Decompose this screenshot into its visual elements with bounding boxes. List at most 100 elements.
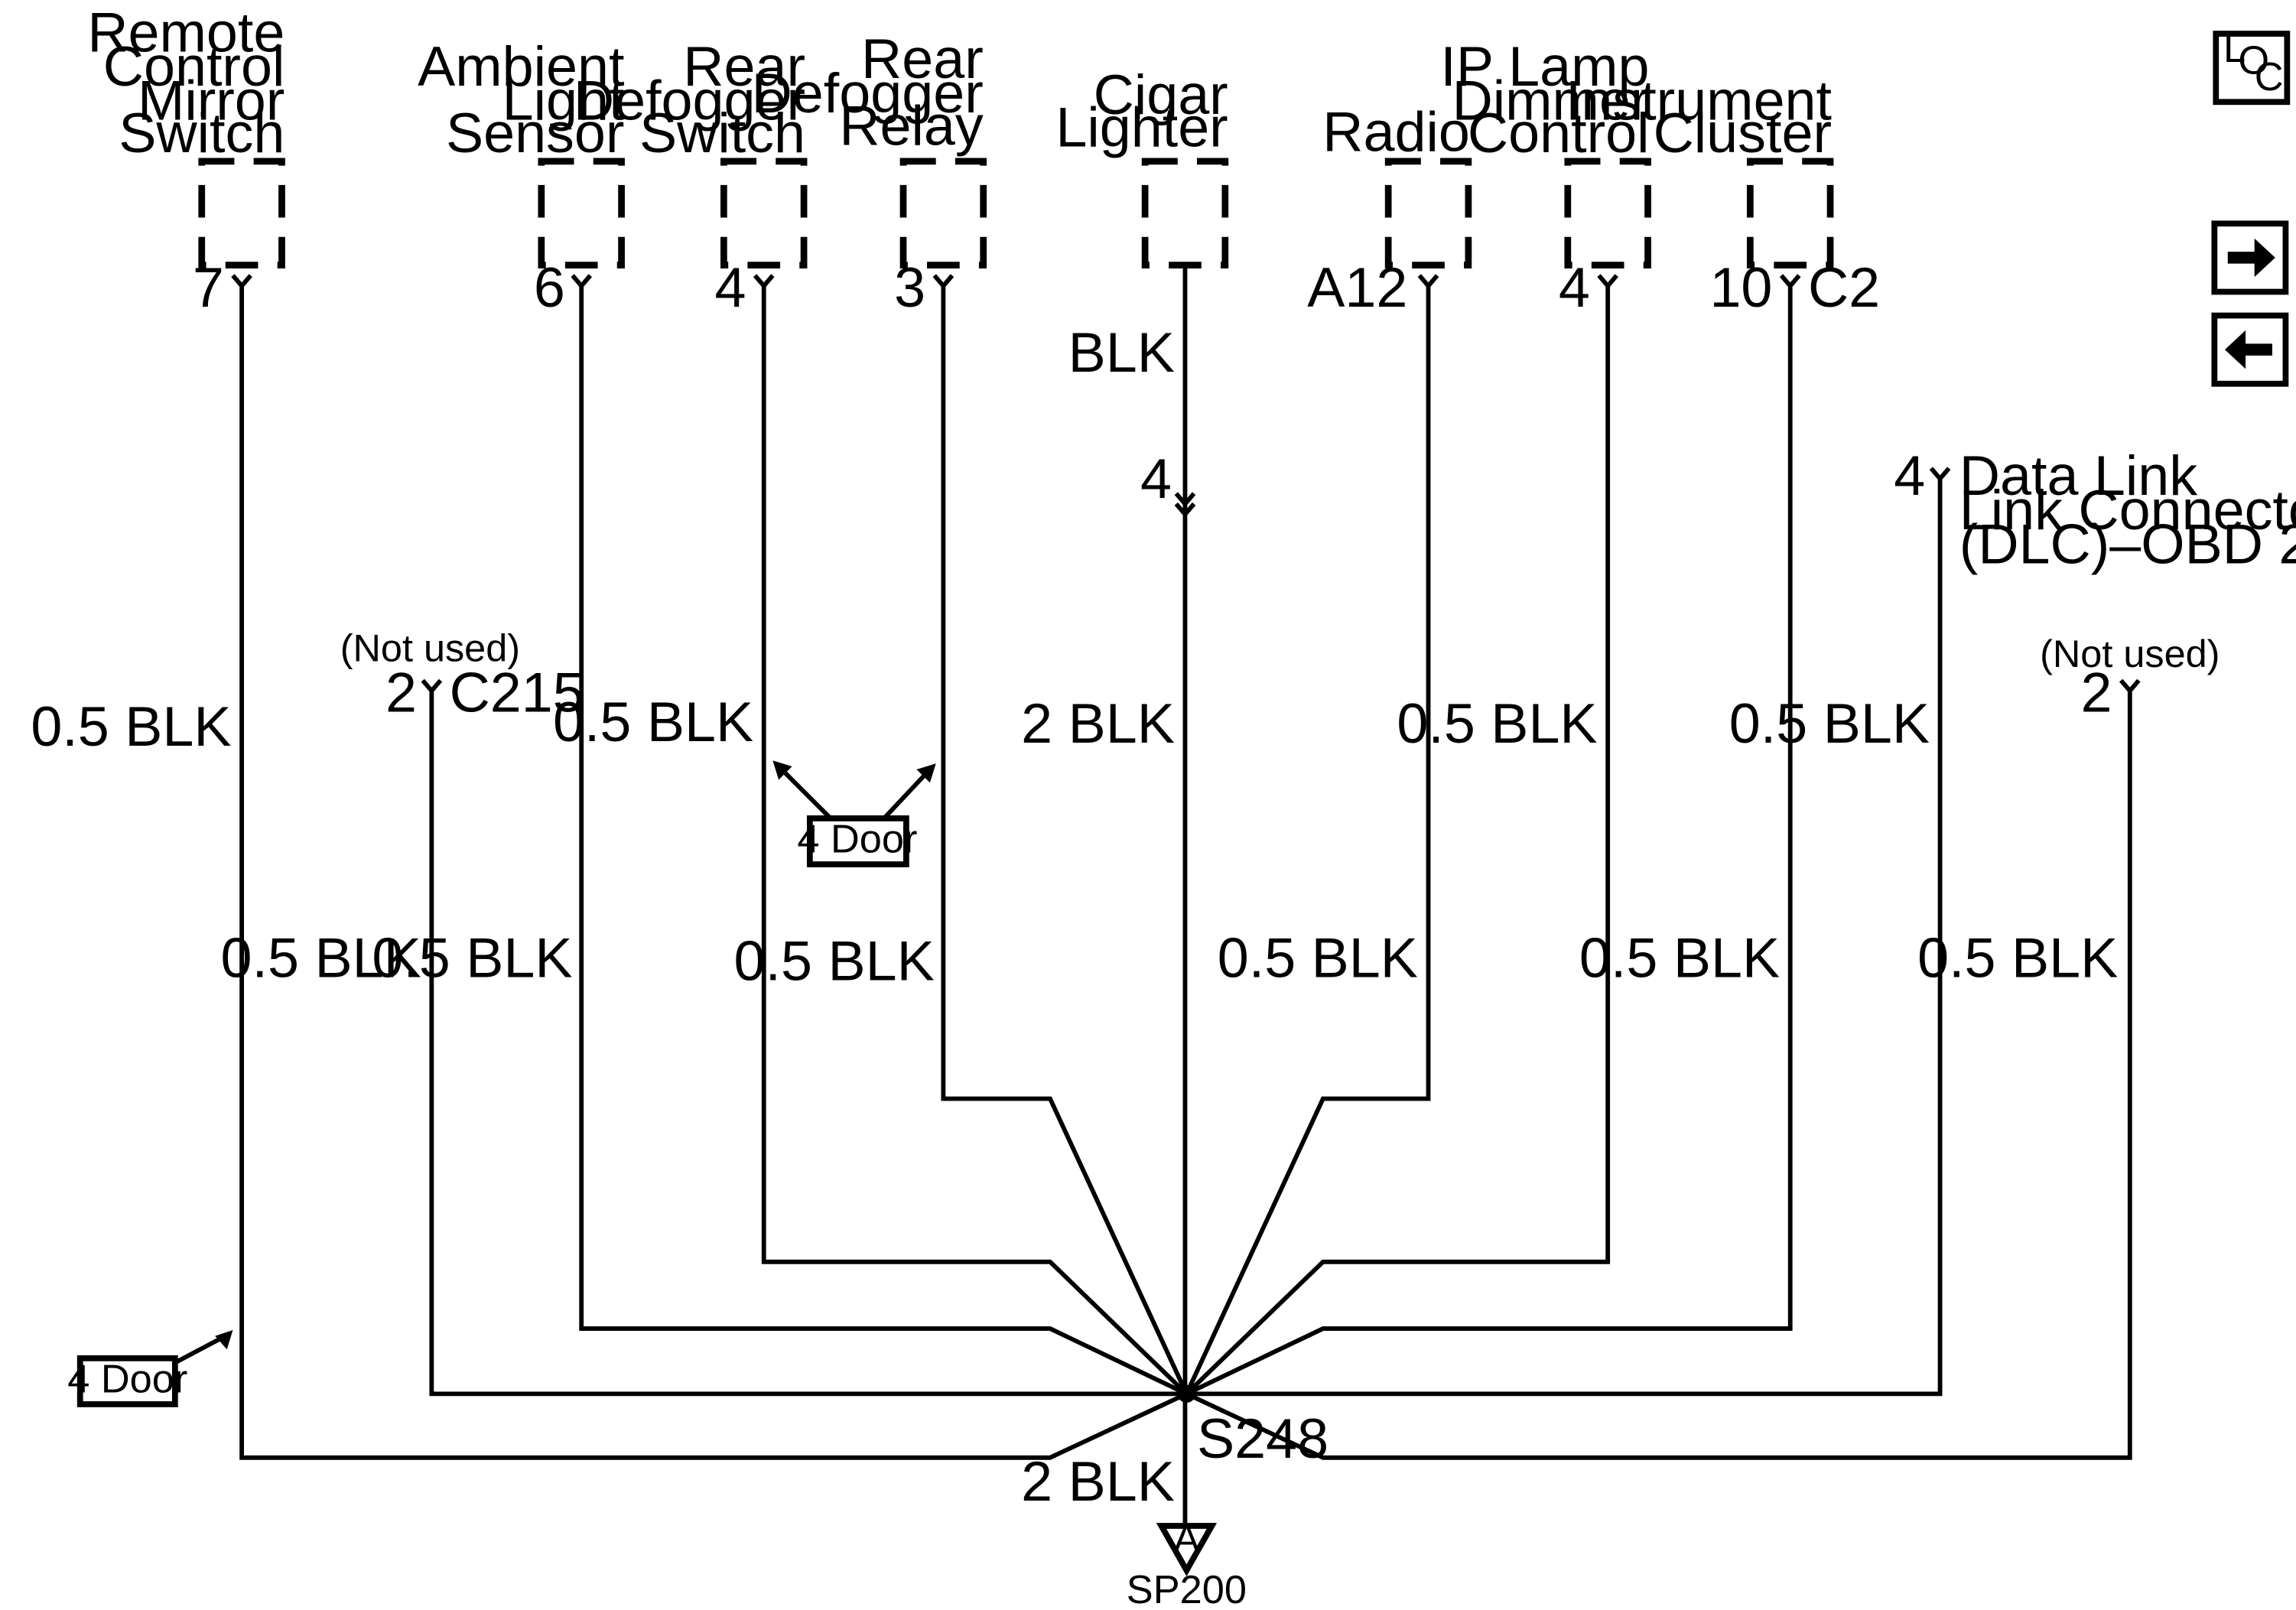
terminal xyxy=(231,274,252,290)
callout-arrow xyxy=(777,765,833,821)
label-line: Radio xyxy=(1322,99,1470,163)
label-line: Sensor xyxy=(446,101,624,164)
wire-radio xyxy=(1184,285,1431,1395)
pin-number: 4 xyxy=(1140,447,1172,510)
arrow-right-shape xyxy=(2227,238,2275,278)
wire-unused-right xyxy=(1185,691,2132,1460)
pin-number: 4 xyxy=(714,255,746,319)
terminal xyxy=(753,274,775,290)
wire-label: 0.5 BLK xyxy=(221,925,421,989)
wire-label: 0.5 BLK xyxy=(1218,925,1418,989)
label-line: Mirror xyxy=(138,69,285,132)
label-line: Defogger xyxy=(574,69,805,132)
ground-symbol: A SP200 xyxy=(1127,1517,1247,1610)
option-label: 4 Door xyxy=(67,1357,187,1401)
component-remote-control-mirror-switch: Remote Control Mirror Switch xyxy=(87,0,285,268)
terminal xyxy=(1929,467,1951,483)
option-callout-mirror: 4 Door xyxy=(67,1330,233,1407)
component-box xyxy=(538,158,625,268)
label-line: Cigar xyxy=(1094,63,1228,126)
label-line: IP Lamp xyxy=(1440,34,1649,98)
wire-label: 2 BLK xyxy=(1021,1449,1175,1513)
location-icon xyxy=(2213,31,2291,106)
ground-triangle xyxy=(1156,1523,1218,1577)
label-line: Rear xyxy=(683,34,805,98)
arrowhead xyxy=(772,760,792,780)
label-line: Switch xyxy=(119,101,285,164)
terminal xyxy=(1779,274,1801,290)
loc-letter: O xyxy=(2238,38,2269,83)
component-cigar-lighter: Cigar Lighter xyxy=(1055,63,1229,268)
arrowhead xyxy=(916,763,936,783)
pin-number: 7 xyxy=(193,255,224,319)
not-used-note: (Not used) xyxy=(340,626,520,669)
wire-label: 0.5 BLK xyxy=(1917,925,2118,989)
splice-label: S248 xyxy=(1197,1407,1328,1470)
wire-label: BLK xyxy=(1068,320,1175,384)
ground-letter: A xyxy=(1173,1517,1200,1562)
wire-c215 xyxy=(429,691,1187,1397)
component-data-link-connector: Data Link Link Connector (DLC)–OBD 2 xyxy=(1959,444,2296,575)
terminal xyxy=(1597,274,1619,290)
label-line: Control xyxy=(103,34,285,98)
wire-remote-mirror xyxy=(239,285,1188,1460)
loc-letter: C xyxy=(2255,55,2284,99)
wires xyxy=(239,266,2132,1525)
ground-name: SP200 xyxy=(1127,1568,1247,1610)
component-instrument-cluster: Instrument Cluster xyxy=(1566,69,1834,268)
wire-label: 0.5 BLK xyxy=(1397,691,1597,755)
wire-label: 0.5 BLK xyxy=(734,929,935,992)
wire-instrument-cluster xyxy=(1185,285,1793,1397)
component-ip-lamp-dimmer-control: IP Lamp Dimmer Control xyxy=(1440,34,1651,268)
wire-ambient-light xyxy=(579,285,1188,1397)
component-rear-defogger-switch: Rear Defogger Switch xyxy=(574,34,808,268)
pin-number: 2 xyxy=(385,660,417,724)
wire-label: 0.5 BLK xyxy=(1579,925,1780,989)
next-button[interactable] xyxy=(2211,220,2289,295)
wire-label: 2 BLK xyxy=(1021,691,1175,755)
label-line: (DLC)–OBD 2 xyxy=(1959,512,2296,575)
label-line: Cluster xyxy=(1654,101,1832,164)
loc-letter: L xyxy=(2223,27,2246,71)
wire-dlc xyxy=(1186,478,1943,1397)
wire-label: 0.5 BLK xyxy=(372,925,572,989)
label-line: Ambient xyxy=(418,34,624,98)
option-label: 4 Door xyxy=(797,818,917,862)
connector-id: C215 xyxy=(450,660,584,724)
option-box xyxy=(76,1355,178,1407)
arrowhead xyxy=(215,1330,233,1350)
pin-number: 3 xyxy=(894,255,925,319)
terminal xyxy=(421,678,443,694)
wire-defogger-relay xyxy=(941,285,1189,1395)
label-line: Dimmer xyxy=(1452,69,1650,132)
component-box xyxy=(899,158,987,268)
label-line: Link Connector xyxy=(1959,478,2296,542)
pin-number: 2 xyxy=(2081,660,2112,724)
component-radio: Radio xyxy=(1322,99,1472,268)
label-line: Control xyxy=(1468,101,1650,164)
wire-label: 0.5 BLK xyxy=(31,694,231,758)
label-line: Switch xyxy=(639,101,805,164)
component-box xyxy=(1746,158,1834,268)
pin-number: 10 xyxy=(1709,255,1772,319)
location-button[interactable]: L O C xyxy=(2213,27,2291,106)
terminal xyxy=(2119,678,2141,694)
component-box xyxy=(720,158,808,268)
splice-point xyxy=(1177,1384,1196,1403)
component-box xyxy=(1564,158,1651,268)
arrow-left-shape xyxy=(2224,330,2272,369)
label-line: Lighter xyxy=(1055,95,1228,158)
option-box xyxy=(806,815,909,867)
label-line: Data Link xyxy=(1959,444,2197,507)
previous-button[interactable] xyxy=(2211,312,2289,387)
terminal xyxy=(1417,274,1439,290)
label-line: Light xyxy=(502,69,625,132)
label-line: Rear xyxy=(861,27,984,90)
component-box xyxy=(1384,158,1472,268)
option-callout-defogger: 4 Door xyxy=(772,760,936,867)
wire-label: 0.5 BLK xyxy=(1729,691,1930,755)
pin-number: A12 xyxy=(1307,255,1407,319)
label-line: Remote xyxy=(87,0,285,63)
label-line: Relay xyxy=(839,94,984,158)
label-line: Defogger xyxy=(752,61,984,125)
